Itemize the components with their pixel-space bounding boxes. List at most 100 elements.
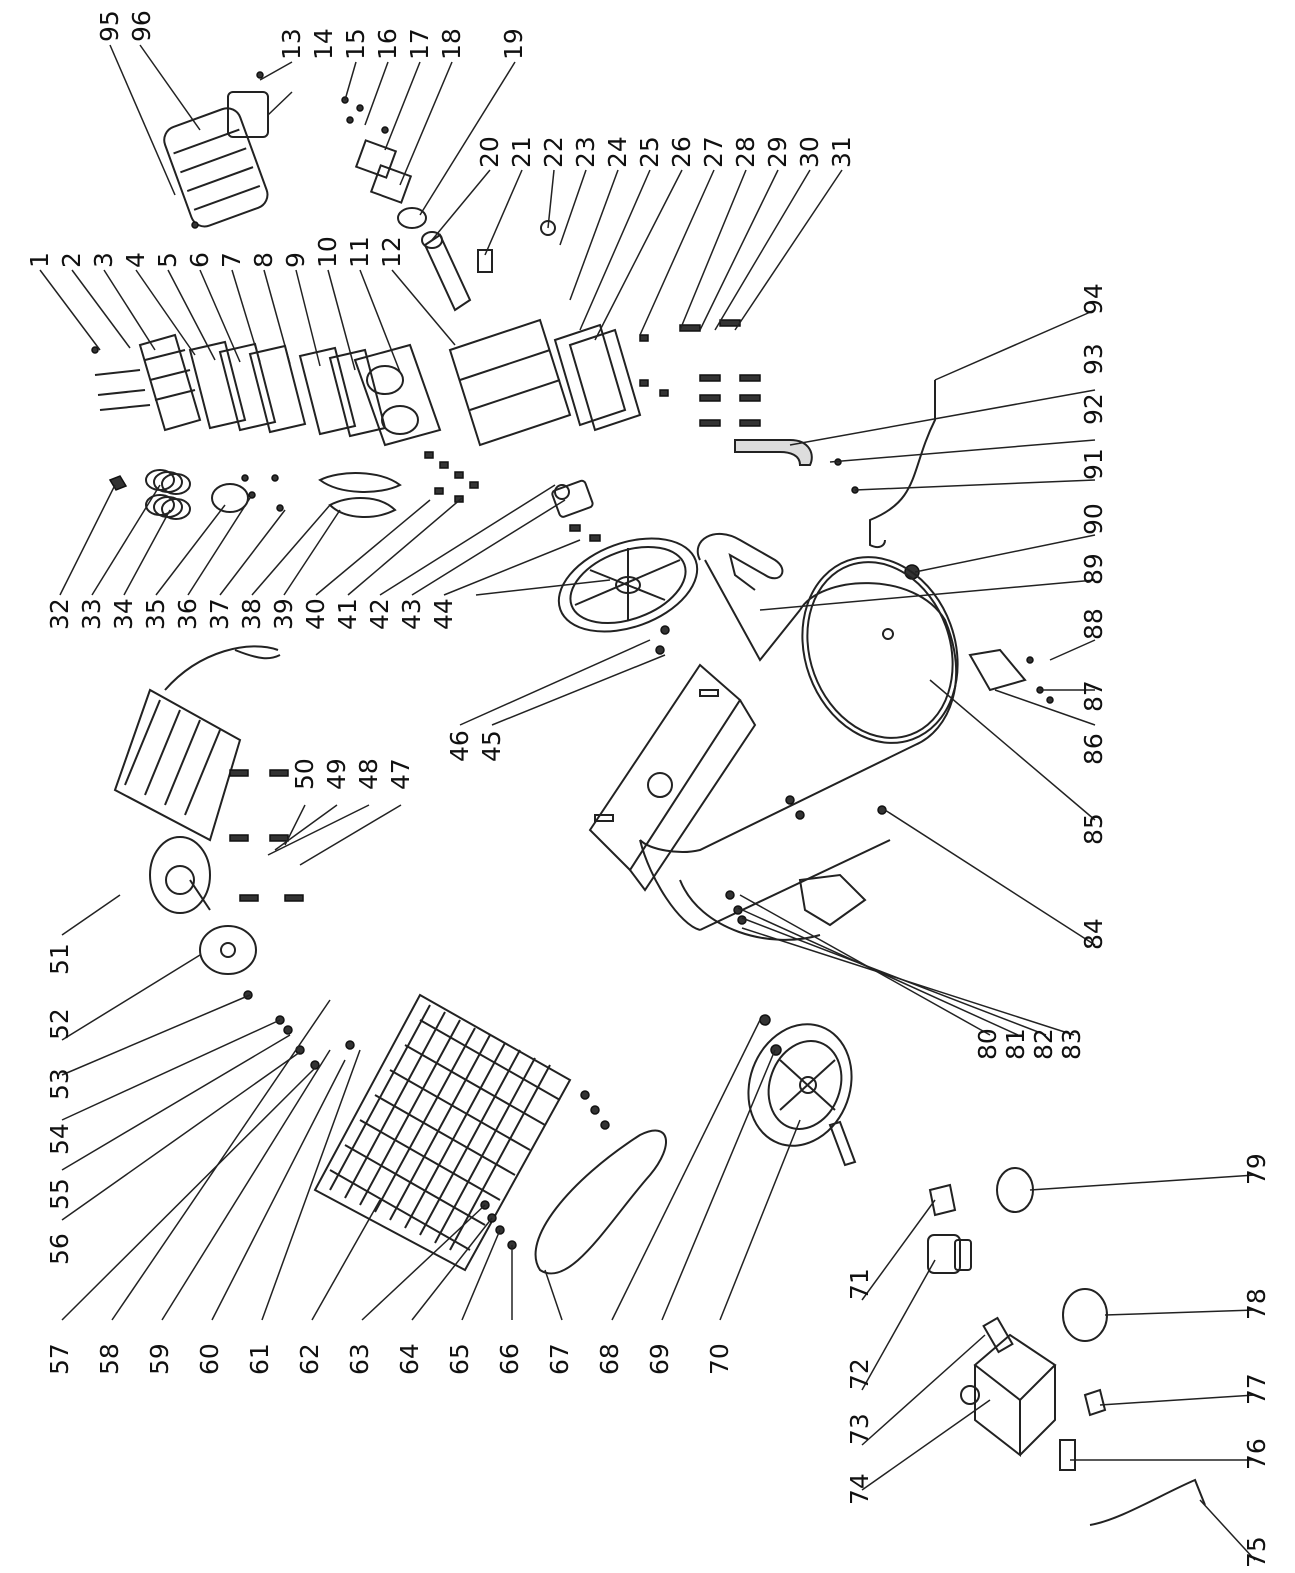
leader-lines xyxy=(39,44,1256,1561)
wheel-bolt-part xyxy=(828,1120,857,1167)
label-36: 36 xyxy=(173,598,202,630)
label-1: 1 xyxy=(25,252,54,268)
label-47: 47 xyxy=(386,758,415,790)
label-85: 85 xyxy=(1079,813,1108,845)
air-pipe-part xyxy=(869,380,936,549)
label-55: 55 xyxy=(45,1178,74,1210)
label-61: 61 xyxy=(245,1343,274,1375)
label-30: 30 xyxy=(795,136,824,168)
label-6: 6 xyxy=(185,252,214,268)
base-rail-part xyxy=(679,879,821,941)
label-79: 79 xyxy=(1242,1153,1271,1185)
label-45: 45 xyxy=(477,730,506,762)
label-67: 67 xyxy=(545,1343,574,1375)
label-88: 88 xyxy=(1079,608,1108,640)
label-72: 72 xyxy=(845,1358,874,1390)
label-17: 17 xyxy=(405,28,434,60)
label-12: 12 xyxy=(377,236,406,268)
label-43: 43 xyxy=(397,598,426,630)
label-89: 89 xyxy=(1079,553,1108,585)
label-94: 94 xyxy=(1079,283,1108,315)
parts-group xyxy=(94,91,1206,1526)
label-40: 40 xyxy=(301,598,330,630)
fasteners-group xyxy=(91,71,1054,1250)
label-35: 35 xyxy=(141,598,170,630)
handle-part xyxy=(696,533,784,591)
label-2: 2 xyxy=(57,252,86,268)
regulator-part xyxy=(927,1234,972,1274)
piston-part xyxy=(211,483,249,513)
motor-plate-part xyxy=(588,663,757,892)
gauge-78-part xyxy=(1062,1288,1108,1342)
label-86: 86 xyxy=(1079,733,1108,765)
label-91: 91 xyxy=(1079,448,1108,480)
label-52: 52 xyxy=(45,1008,74,1040)
tank-part xyxy=(639,556,959,931)
gasket-stack-small xyxy=(341,96,427,229)
label-77: 77 xyxy=(1242,1373,1271,1405)
label-71: 71 xyxy=(845,1268,874,1300)
label-33: 33 xyxy=(77,598,106,630)
label-53: 53 xyxy=(45,1068,74,1100)
label-90: 90 xyxy=(1079,503,1108,535)
part-labels: 1 2 3 4 5 6 7 8 9 10 11 12 13 14 15 16 1… xyxy=(25,10,1271,1568)
belt-guard-part xyxy=(313,993,572,1272)
pressure-switch-part xyxy=(960,1333,1057,1458)
label-5: 5 xyxy=(153,252,182,268)
fitting-76-part xyxy=(1059,1439,1076,1471)
label-50: 50 xyxy=(290,758,319,790)
label-26: 26 xyxy=(667,136,696,168)
label-46: 46 xyxy=(445,730,474,762)
label-73: 73 xyxy=(845,1413,874,1445)
crankcase-part xyxy=(448,318,642,447)
label-76: 76 xyxy=(1242,1438,1271,1470)
label-74: 74 xyxy=(845,1473,874,1505)
label-4: 4 xyxy=(121,252,150,268)
label-78: 78 xyxy=(1242,1288,1271,1320)
label-21: 21 xyxy=(507,136,536,168)
label-23: 23 xyxy=(571,136,600,168)
label-65: 65 xyxy=(445,1343,474,1375)
label-92: 92 xyxy=(1079,393,1108,425)
label-27: 27 xyxy=(699,136,728,168)
pulley-hub xyxy=(220,942,236,958)
fitting-77-part xyxy=(1083,1388,1107,1417)
label-81: 81 xyxy=(1001,1028,1030,1060)
v-belt-part xyxy=(534,1129,667,1275)
label-60: 60 xyxy=(195,1343,224,1375)
label-38: 38 xyxy=(237,598,266,630)
label-64: 64 xyxy=(395,1343,424,1375)
label-8: 8 xyxy=(249,252,278,268)
label-16: 16 xyxy=(373,28,402,60)
label-14: 14 xyxy=(309,28,338,60)
label-80: 80 xyxy=(973,1028,1002,1060)
head-cover-part xyxy=(163,107,269,228)
label-11: 11 xyxy=(345,236,374,268)
motor-part xyxy=(113,645,281,914)
bearing-housing-part xyxy=(551,479,594,518)
label-13: 13 xyxy=(277,28,306,60)
label-41: 41 xyxy=(333,598,362,630)
label-83: 83 xyxy=(1057,1028,1086,1060)
label-44: 44 xyxy=(429,598,458,630)
label-24: 24 xyxy=(603,136,632,168)
label-68: 68 xyxy=(595,1343,624,1375)
label-42: 42 xyxy=(365,598,394,630)
power-cord-part xyxy=(1089,1478,1206,1526)
gauge-79-part xyxy=(996,1167,1034,1213)
label-62: 62 xyxy=(295,1343,324,1375)
label-66: 66 xyxy=(495,1343,524,1375)
label-31: 31 xyxy=(827,136,856,168)
label-28: 28 xyxy=(731,136,760,168)
label-93: 93 xyxy=(1079,343,1108,375)
label-49: 49 xyxy=(322,758,351,790)
motor-pulley-part xyxy=(199,925,257,975)
label-70: 70 xyxy=(705,1343,734,1375)
label-56: 56 xyxy=(45,1233,74,1265)
label-32: 32 xyxy=(45,598,74,630)
label-3: 3 xyxy=(89,252,118,268)
connecting-rod-part xyxy=(318,472,402,518)
label-51: 51 xyxy=(45,943,74,975)
label-7: 7 xyxy=(217,252,246,268)
